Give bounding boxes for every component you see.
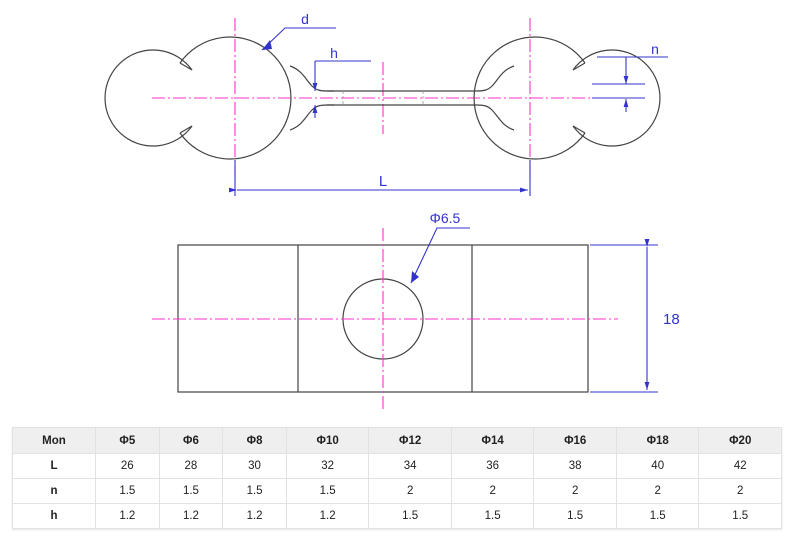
spec-table-container: Mon Φ5 Φ6 Φ8 Φ10 Φ12 Φ14 Φ16 Φ18 Φ20 L 2… bbox=[12, 427, 782, 529]
right-ring-inner-arc bbox=[572, 49, 661, 147]
table-header-row: Mon Φ5 Φ6 Φ8 Φ10 Φ12 Φ14 Φ16 Φ18 Φ20 bbox=[12, 427, 782, 454]
dimension-label-h: h bbox=[330, 45, 338, 61]
table-header-cell: Φ18 bbox=[615, 427, 700, 454]
table-row: L 26 28 30 32 34 36 38 40 42 bbox=[12, 453, 782, 479]
table-cell: 1.5 bbox=[95, 478, 160, 504]
left-ring-inner-arc bbox=[104, 49, 193, 147]
table-cell: 38 bbox=[533, 453, 617, 479]
table-cell: 2 bbox=[533, 478, 617, 504]
spec-table-head: Mon Φ5 Φ6 Φ8 Φ10 Φ12 Φ14 Φ16 Φ18 Φ20 bbox=[12, 427, 782, 454]
table-cell: 1.5 bbox=[158, 478, 224, 504]
left-ring-gap-cap-bottom bbox=[179, 125, 193, 134]
table-cell: 32 bbox=[285, 453, 370, 479]
table-cell: 28 bbox=[158, 453, 224, 479]
table-header-cell: Φ14 bbox=[450, 427, 535, 454]
right-ring-lower-transition bbox=[470, 104, 515, 131]
hole-diameter-label: Φ6.5 bbox=[430, 210, 461, 226]
left-ring-lower-transition bbox=[289, 104, 334, 131]
left-ring-outer-arc bbox=[179, 36, 292, 160]
top-view-group: d h n L bbox=[104, 11, 668, 196]
table-cell: 30 bbox=[222, 453, 287, 479]
table-header-cell: Φ20 bbox=[698, 427, 782, 454]
table-cell: 42 bbox=[698, 453, 782, 479]
left-ring-gap-cap-top bbox=[179, 62, 193, 71]
table-header-cell: Φ6 bbox=[158, 427, 224, 454]
spec-table: Mon Φ5 Φ6 Φ8 Φ10 Φ12 Φ14 Φ16 Φ18 Φ20 L 2… bbox=[12, 427, 782, 529]
row-label: h bbox=[12, 503, 96, 529]
table-cell: 1.5 bbox=[615, 503, 700, 529]
bottom-view-group: Φ6.5 18 bbox=[152, 210, 680, 412]
right-ring-upper-transition bbox=[470, 65, 515, 92]
table-row: h 1.2 1.2 1.2 1.2 1.5 1.5 1.5 1.5 1.5 bbox=[12, 503, 782, 529]
dimension-label-d: d bbox=[301, 11, 309, 27]
table-cell: 1.2 bbox=[285, 503, 370, 529]
technical-drawing: d h n L bbox=[104, 11, 680, 412]
table-cell: 34 bbox=[368, 453, 452, 479]
right-ring-gap-cap-bottom bbox=[572, 125, 586, 134]
hole-diameter-leader-line bbox=[410, 227, 470, 284]
spec-table-body: L 26 28 30 32 34 36 38 40 42 n 1.5 1.5 1… bbox=[12, 453, 782, 529]
right-ring-gap-cap-top bbox=[572, 62, 586, 71]
table-cell: 1.5 bbox=[368, 503, 452, 529]
table-cell: 1.5 bbox=[285, 478, 370, 504]
table-cell: 1.2 bbox=[95, 503, 160, 529]
table-cell: 2 bbox=[450, 478, 535, 504]
table-cell: 1.5 bbox=[450, 503, 535, 529]
row-label: n bbox=[12, 478, 96, 504]
table-cell: 1.5 bbox=[222, 478, 287, 504]
dimension-label-n: n bbox=[651, 41, 659, 57]
dimension-label-L: L bbox=[379, 173, 387, 190]
table-cell: 1.2 bbox=[158, 503, 224, 529]
table-row: n 1.5 1.5 1.5 1.5 2 2 2 2 2 bbox=[12, 478, 782, 504]
table-header-cell: Φ5 bbox=[95, 427, 160, 454]
d-leader-arrow bbox=[262, 40, 272, 50]
right-ring-outer-arc bbox=[473, 36, 586, 160]
hole-diameter-leader-arrow bbox=[411, 271, 419, 283]
table-header-cell: Mon bbox=[12, 427, 96, 454]
height-dimension-label: 18 bbox=[663, 311, 680, 328]
table-cell: 2 bbox=[698, 478, 782, 504]
table-cell: 1.2 bbox=[222, 503, 287, 529]
table-cell: 26 bbox=[95, 453, 160, 479]
table-header-cell: Φ8 bbox=[222, 427, 287, 454]
table-cell: 1.5 bbox=[698, 503, 782, 529]
table-cell: 40 bbox=[615, 453, 700, 479]
table-cell: 36 bbox=[450, 453, 535, 479]
left-ring-upper-transition bbox=[289, 65, 334, 92]
table-header-cell: Φ16 bbox=[533, 427, 617, 454]
table-header-cell: Φ10 bbox=[285, 427, 370, 454]
table-header-cell: Φ12 bbox=[368, 427, 452, 454]
row-label: L bbox=[12, 453, 96, 479]
table-cell: 2 bbox=[615, 478, 700, 504]
table-cell: 1.5 bbox=[533, 503, 617, 529]
d-leader-line bbox=[261, 27, 336, 51]
table-cell: 2 bbox=[368, 478, 452, 504]
